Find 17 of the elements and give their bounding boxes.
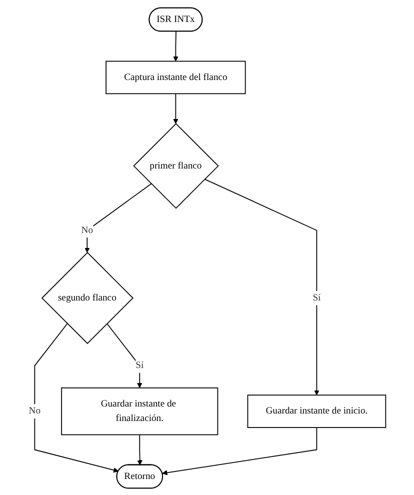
arrow [34,322,118,472]
arrow [204,178,320,395]
arrow [172,30,178,61]
node-diamond: segundo flanco [41,251,134,344]
arrow [84,182,152,252]
node-box: Guardar instante de finalización. [60,386,218,435]
arrow [106,322,142,388]
edge-label: Sí [312,292,320,302]
node-box: Guardar instante de inicio. [247,394,386,428]
arrow [162,426,317,475]
arrow [172,92,178,124]
edge-label: No [28,405,40,416]
arrow [136,434,142,465]
node-diamond: primer flanco [132,122,219,208]
edge-label: Sí [135,360,144,370]
node-box: Captura instante del flanco [105,60,246,94]
edge-label: No [81,224,93,235]
